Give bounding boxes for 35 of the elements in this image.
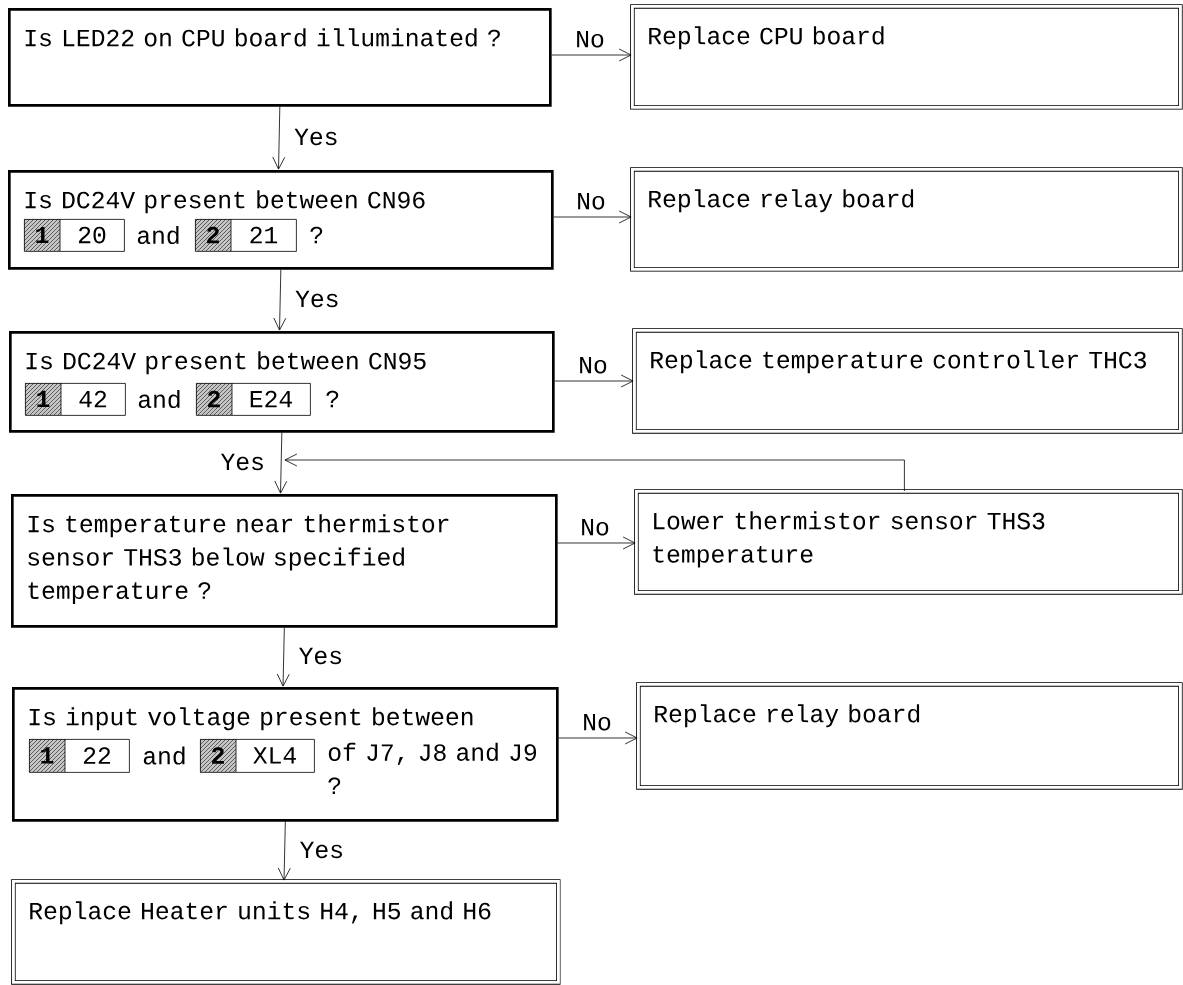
arrow	[551, 48, 632, 62]
terminal-box: 2 21	[195, 218, 297, 252]
action-box: Lower thermistor sensor THS3 temperature	[634, 489, 1183, 595]
edge-label: Yes	[219, 452, 267, 472]
arrow	[558, 731, 638, 745]
arrow	[276, 627, 290, 687]
arrow	[277, 821, 291, 881]
edge-label: Yes	[298, 840, 346, 860]
terminal-box: 2 E24	[196, 382, 311, 416]
edge-label: Yes	[292, 127, 340, 147]
edge-label: Yes	[297, 646, 345, 666]
arrow	[273, 269, 287, 331]
arrow	[554, 374, 634, 388]
action-box: Replace CPU board	[630, 4, 1183, 110]
edge-label: No	[573, 29, 607, 49]
terminal-box: 1 42	[25, 382, 126, 416]
action-box: Replace relay board	[636, 682, 1183, 790]
edge-label: No	[578, 517, 612, 537]
arrow	[272, 106, 286, 170]
edge-label: No	[580, 712, 614, 732]
action-box: Replace temperature controller THC3	[632, 328, 1183, 434]
edge-label: Yes	[293, 289, 341, 309]
edge-label: No	[576, 355, 610, 375]
arrow	[557, 536, 636, 550]
arrow	[274, 432, 288, 494]
terminal-box: 2 XL4	[200, 738, 315, 773]
terminal-box: 1 20	[24, 218, 125, 252]
decision-box: Is LED22 on CPU board illuminated ?	[8, 8, 552, 107]
arrow	[553, 210, 632, 224]
arrow	[284, 453, 905, 492]
edge-label: No	[574, 191, 608, 211]
action-box: Replace relay board	[630, 167, 1183, 272]
terminal-box: 1 22	[29, 738, 130, 773]
action-box: Replace Heater units H4, H5 and H6	[11, 879, 561, 985]
decision-box: Is temperature near thermistor sensor THS3 below specified temperature ?	[11, 494, 558, 628]
